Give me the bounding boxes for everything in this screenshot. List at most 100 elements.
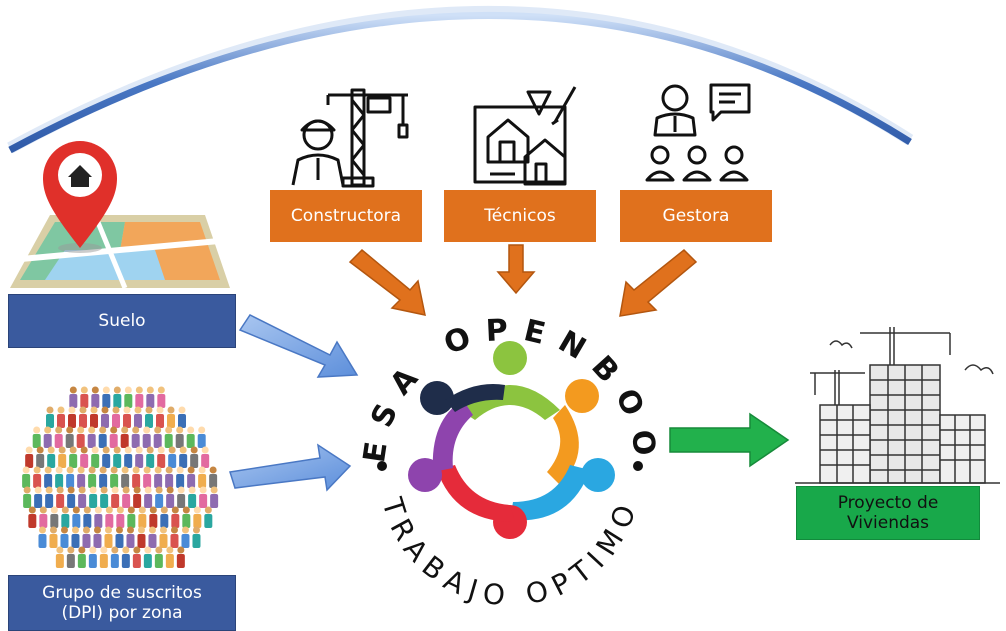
constructora-label: Constructora xyxy=(290,206,402,226)
crowd-person xyxy=(104,526,113,548)
arrow-output xyxy=(669,412,790,468)
crowd-person xyxy=(38,526,47,548)
crowd-person xyxy=(44,466,53,488)
crowd-person xyxy=(199,486,208,508)
proyecto-label-line2: Viviendas xyxy=(846,513,930,533)
crowd-person xyxy=(159,526,168,548)
crowd-person xyxy=(69,386,78,408)
crowd-person xyxy=(102,446,111,468)
presenter-audience-icon xyxy=(645,83,751,182)
crowd-person xyxy=(135,386,144,408)
crowd-person xyxy=(135,446,144,468)
crowd-person xyxy=(167,406,176,428)
crowd-person xyxy=(90,406,99,428)
crowd-person xyxy=(22,466,31,488)
crowd-person xyxy=(98,426,107,448)
crowd-person xyxy=(153,426,162,448)
crowd-person xyxy=(61,506,70,528)
crowd-person xyxy=(137,526,146,548)
crowd-person xyxy=(145,406,154,428)
crowd-person xyxy=(77,466,86,488)
crowd-person xyxy=(168,446,177,468)
engineer-crane-icon xyxy=(291,88,409,188)
crowd-person xyxy=(56,486,65,508)
crowd-person xyxy=(132,466,141,488)
crowd-person xyxy=(177,486,186,508)
crowd-person xyxy=(176,546,185,568)
crowd-person xyxy=(99,546,108,568)
crowd-person xyxy=(57,406,66,428)
crowd-person xyxy=(99,466,108,488)
crowd-person xyxy=(166,486,175,508)
crowd-person xyxy=(36,446,45,468)
crowd-person xyxy=(67,486,76,508)
crowd-person xyxy=(77,546,86,568)
crowd-person xyxy=(198,466,207,488)
crowd-person xyxy=(127,506,136,528)
crowd-person xyxy=(148,526,157,548)
crowd-person xyxy=(121,466,130,488)
crowd-person xyxy=(131,426,140,448)
crowd-person xyxy=(45,486,54,508)
crowd-person xyxy=(197,426,206,448)
tecnicos-label: Técnicos xyxy=(484,206,556,226)
crowd-person xyxy=(178,406,187,428)
crowd-person xyxy=(165,466,174,488)
crowd-person xyxy=(110,466,119,488)
crowd-person xyxy=(123,406,132,428)
crowd-person xyxy=(193,506,202,528)
crowd-person xyxy=(204,506,213,528)
crowd-person xyxy=(156,406,165,428)
tecnicos-box: Técnicos xyxy=(444,190,596,242)
constructora-box: Constructora xyxy=(270,190,422,242)
crowd-person xyxy=(179,446,188,468)
crowd-person xyxy=(94,506,103,528)
arrow-constructora xyxy=(348,248,426,316)
proyecto-viviendas-box: Proyecto de Viviendas xyxy=(796,486,980,540)
crowd-person xyxy=(146,446,155,468)
crowd-person xyxy=(102,386,111,408)
crowd-person xyxy=(143,546,152,568)
crowd-person xyxy=(160,506,169,528)
crowd-person xyxy=(47,446,56,468)
crowd-person xyxy=(80,446,89,468)
crowd-person xyxy=(176,466,185,488)
crowd-person xyxy=(121,546,130,568)
crowd-person xyxy=(43,426,52,448)
crowd-person xyxy=(209,466,218,488)
architect-plans-icon xyxy=(473,86,577,186)
crowd-person xyxy=(100,486,109,508)
crowd-person xyxy=(23,486,32,508)
crowd-person xyxy=(50,506,59,528)
crowd-person xyxy=(187,466,196,488)
crowd-person xyxy=(65,426,74,448)
gestora-box: Gestora xyxy=(620,190,772,242)
grupo-label-line2: (DPI) por zona xyxy=(61,603,183,623)
crowd-person xyxy=(164,426,173,448)
crowd-person xyxy=(101,406,110,428)
crowd-person xyxy=(165,546,174,568)
crowd-person xyxy=(66,546,75,568)
crowd-person xyxy=(88,546,97,568)
crowd-person xyxy=(210,486,219,508)
crowd-person xyxy=(142,426,151,448)
mesa-openbook-logo: MESA OPENBOOK TRABAJO OPTIMO xyxy=(355,290,649,610)
crowd-person xyxy=(46,406,55,428)
crowd-person xyxy=(201,446,210,468)
crowd-person xyxy=(54,426,63,448)
crowd-person xyxy=(33,466,42,488)
crowd-person xyxy=(76,426,85,448)
crowd-person xyxy=(111,486,120,508)
crowd-person xyxy=(88,466,97,488)
crowd-person xyxy=(91,386,100,408)
crowd-person xyxy=(190,446,199,468)
crowd-person xyxy=(113,446,122,468)
crowd-person xyxy=(72,506,81,528)
crowd-person xyxy=(149,506,158,528)
map-location-icon xyxy=(9,141,231,289)
crowd-person xyxy=(116,506,125,528)
crowd-person xyxy=(79,406,88,428)
crowd-person xyxy=(32,426,41,448)
